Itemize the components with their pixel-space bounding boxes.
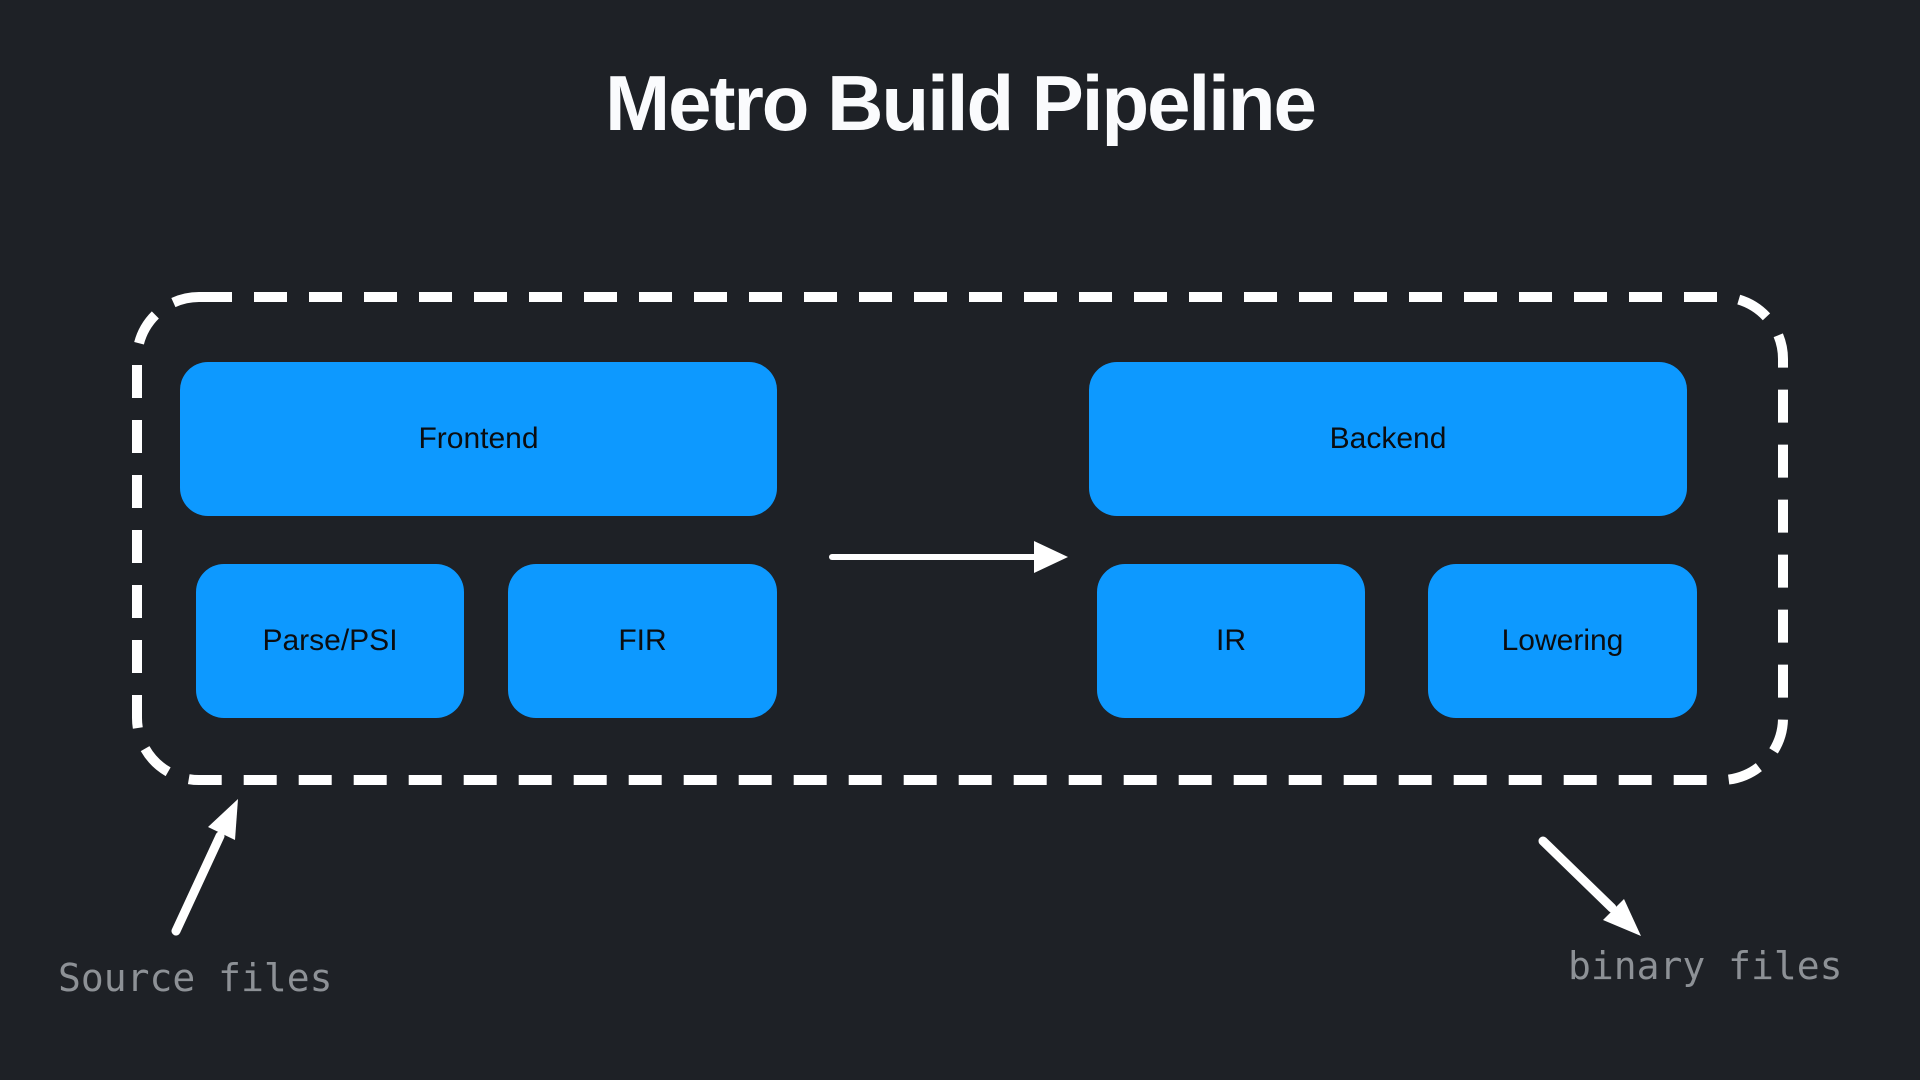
node-lowering-label: Lowering [1501, 624, 1624, 657]
node-backend[interactable]: Backend [1089, 362, 1687, 516]
binary-files-arrow [1538, 836, 1641, 936]
node-fir-label: FIR [618, 624, 667, 657]
node-backend-label: Backend [1329, 422, 1447, 455]
pipeline-boundary-dashed-border [132, 292, 1788, 785]
node-frontend[interactable]: Frontend [180, 362, 777, 516]
node-parse-psi-label: Parse/PSI [262, 624, 398, 657]
source-arrow-shaft [171, 831, 225, 936]
binary-arrow-shaft [1538, 836, 1617, 913]
source-files-label: Source files [58, 956, 333, 1000]
binary-files-label: binary files [1568, 944, 1843, 988]
frontend-to-backend-arrow [829, 541, 1068, 573]
page-title: Metro Build Pipeline [605, 59, 1317, 147]
source-arrow-head [208, 799, 238, 840]
node-parse-psi[interactable]: Parse/PSI [196, 564, 464, 718]
flow-arrow-head [1034, 541, 1068, 573]
node-frontend-label: Frontend [418, 422, 539, 455]
node-fir[interactable]: FIR [508, 564, 777, 718]
node-lowering[interactable]: Lowering [1428, 564, 1697, 718]
source-files-arrow [171, 799, 238, 936]
node-ir-label: IR [1216, 624, 1246, 657]
node-ir[interactable]: IR [1097, 564, 1365, 718]
binary-arrow-head [1603, 899, 1641, 936]
